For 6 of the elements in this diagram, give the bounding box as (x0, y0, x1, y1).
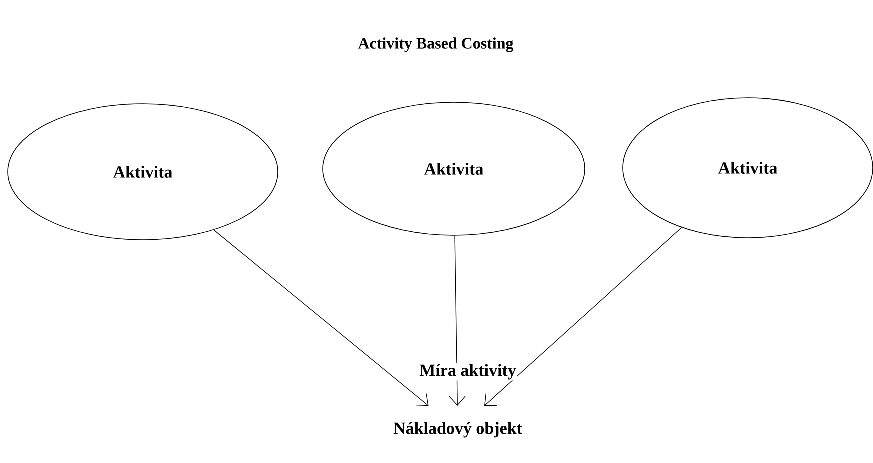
arrow (449, 236, 466, 406)
measure-label: Míra aktivity (418, 363, 518, 381)
object-label: Nákladový objekt (394, 422, 522, 438)
arrow (484, 227, 682, 406)
title: Activity Based Costing (358, 38, 514, 52)
arrow (214, 230, 429, 407)
